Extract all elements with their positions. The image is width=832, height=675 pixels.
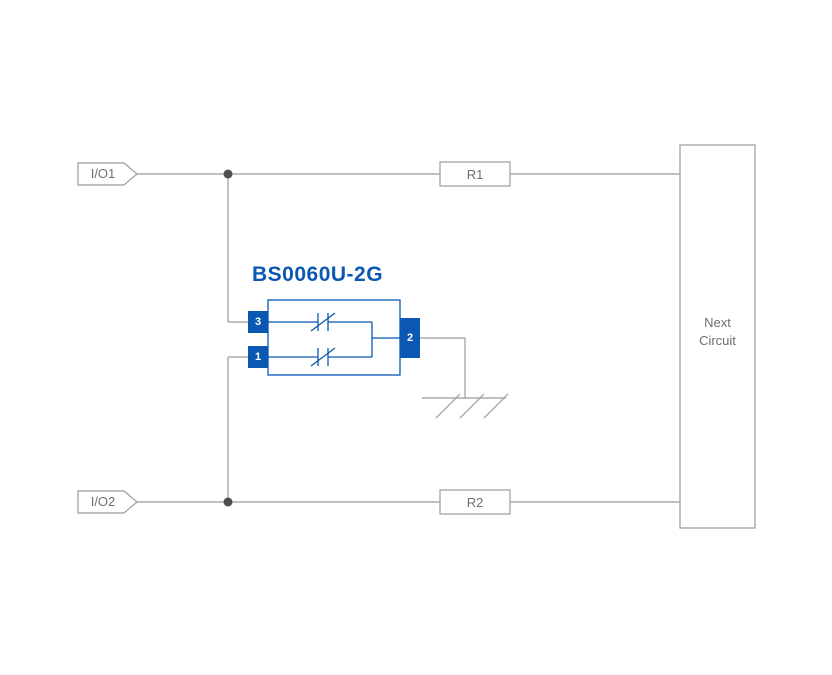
io2-tag-shape [77,490,138,514]
component-internals [267,299,401,376]
pin3-number: 3 [254,316,262,328]
ground-hatch-2 [459,393,485,419]
r2-box [439,489,511,515]
ground-symbol [422,393,509,419]
next-circuit-box [679,144,756,529]
pin1-pad [248,346,268,368]
outline-shapes [77,144,756,529]
junction-dot-top [223,169,233,179]
io1-tag-shape [77,162,138,186]
r1-box [439,161,511,187]
io1-label: I/O1 [90,166,116,181]
pin-pads [248,311,420,368]
diode-bottom-slash [310,347,336,367]
r2-label: R2 [466,495,484,510]
junction-dots [223,169,233,507]
ground-hatch-3 [483,393,509,419]
pin2-pad [400,318,420,358]
junction-dot-bottom [223,497,233,507]
io2-label: I/O2 [90,494,116,509]
ground-hatch-1 [435,393,461,419]
r1-label: R1 [466,167,484,182]
pin2-number: 2 [406,332,414,344]
next-circuit-label: Next Circuit [699,315,736,348]
part-number-label: BS0060U-2G [252,263,384,286]
diode-top-slash [310,312,336,332]
pin1-number: 1 [254,351,262,363]
pin3-pad [248,311,268,333]
